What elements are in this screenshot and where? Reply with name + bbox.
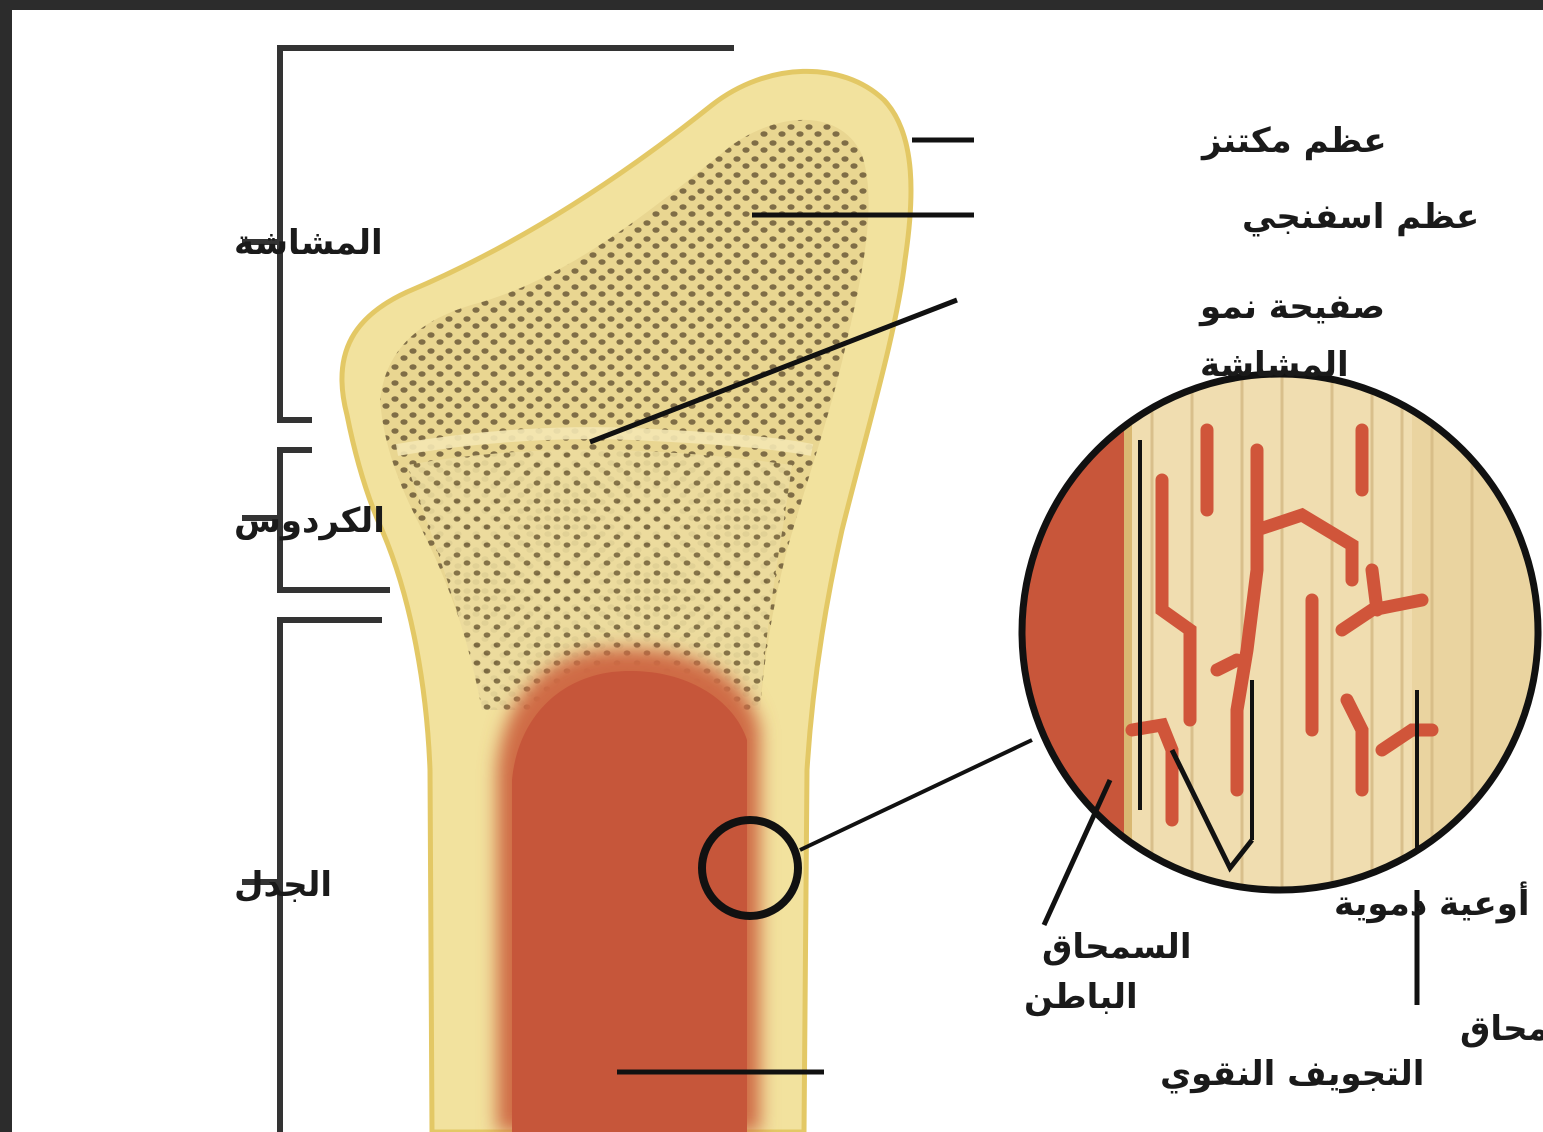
label-medullary-cavity: التجويف النقوي bbox=[1160, 1054, 1424, 1094]
magnified-marrow bbox=[1012, 370, 1124, 910]
label-blood-vessels: أوعية دموية bbox=[1334, 881, 1530, 924]
label-growth-plate-line1: صفيحة نمو bbox=[1198, 287, 1385, 327]
label-endosteum-line2: الباطن bbox=[1024, 977, 1138, 1017]
leader-endosteum bbox=[1044, 780, 1110, 925]
magnify-connector bbox=[800, 740, 1032, 850]
label-periosteum: السمحاق bbox=[1460, 1009, 1543, 1049]
label-epiphysis: المشاشة bbox=[234, 223, 383, 263]
bone bbox=[342, 71, 911, 1132]
label-diaphysis: الجدل bbox=[234, 865, 332, 905]
label-growth-plate-line2: المشاشة bbox=[1200, 345, 1349, 385]
bone-diagram: المشاشة الكردوس الجدل عظم مكتنز عظم اسفن… bbox=[12, 10, 1543, 1132]
label-compact-bone: عظم مكتنز bbox=[1200, 121, 1387, 161]
diagram-frame: المشاشة الكردوس الجدل عظم مكتنز عظم اسفن… bbox=[12, 10, 1543, 1132]
label-metaphysis: الكردوس bbox=[234, 501, 385, 541]
label-endosteum-line1: السمحاق bbox=[1042, 927, 1191, 967]
label-spongy-bone: عظم اسفنجي bbox=[1242, 197, 1479, 237]
